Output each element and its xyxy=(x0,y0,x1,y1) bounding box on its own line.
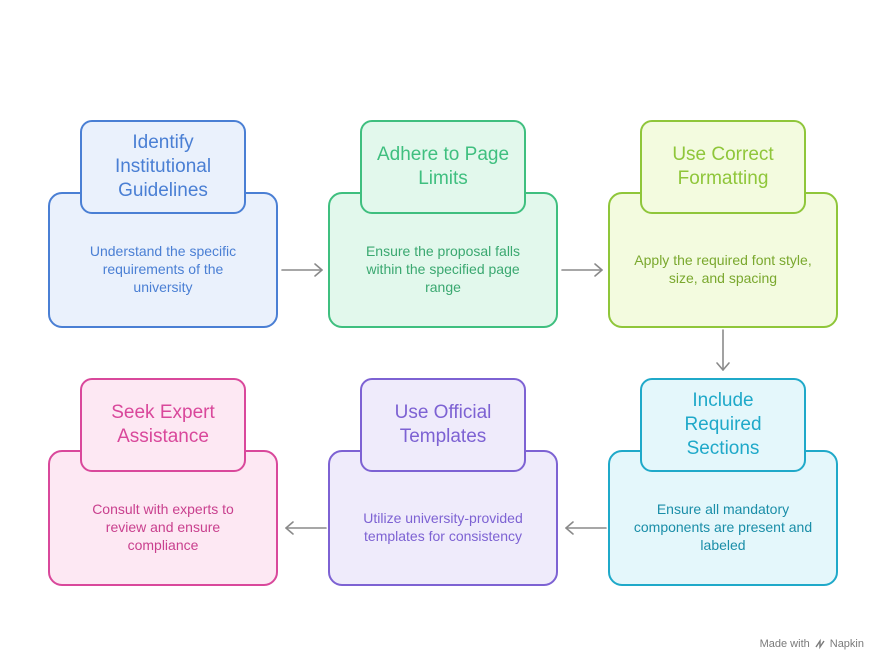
step-header: Use Correct Formatting xyxy=(640,120,806,214)
step-title: Use Official Templates xyxy=(394,402,492,447)
step-body: Consult with experts to review and ensur… xyxy=(48,450,278,586)
step-header: Identify Institutional Guidelines xyxy=(80,120,246,214)
credit-brand: Napkin xyxy=(829,638,864,650)
step-title: Identify Institutional Guidelines xyxy=(114,132,212,201)
step-identify-guidelines: Understand the specific requirements of … xyxy=(48,120,282,332)
step-page-limits: Ensure the proposal falls within the spe… xyxy=(328,120,562,332)
step-body: Understand the specific requirements of … xyxy=(48,192,278,328)
step-header: Adhere to Page Limits xyxy=(360,120,526,214)
arrow-down-icon xyxy=(716,329,730,371)
step-title: Adhere to Page Limits xyxy=(376,144,510,189)
step-title: Seek Expert Assistance xyxy=(111,402,215,447)
napkin-credit: Made with Napkin xyxy=(760,638,864,650)
step-description: Ensure all mandatory components are pres… xyxy=(633,501,813,553)
step-header: Include Required Sections xyxy=(640,378,806,472)
step-description: Consult with experts to review and ensur… xyxy=(92,501,234,553)
step-description: Understand the specific requirements of … xyxy=(89,243,237,295)
step-body: Utilize university-provided templates fo… xyxy=(328,450,558,586)
step-expert-assistance: Consult with experts to review and ensur… xyxy=(48,378,282,590)
step-header: Use Official Templates xyxy=(360,378,526,472)
step-title: Include Required Sections xyxy=(684,390,762,459)
step-description: Apply the required font style, size, and… xyxy=(634,252,812,286)
step-header: Seek Expert Assistance xyxy=(80,378,246,472)
step-description: Ensure the proposal falls within the spe… xyxy=(365,243,521,295)
arrow-left-icon xyxy=(565,521,607,535)
napkin-logo-icon xyxy=(815,638,825,650)
step-official-templates: Utilize university-provided templates fo… xyxy=(328,378,562,590)
step-title: Use Correct Formatting xyxy=(672,144,774,189)
step-required-sections: Ensure all mandatory components are pres… xyxy=(608,378,842,590)
step-description: Utilize university-provided templates fo… xyxy=(363,510,523,544)
step-body: Ensure all mandatory components are pres… xyxy=(608,450,838,586)
arrow-left-icon xyxy=(285,521,327,535)
arrow-right-icon xyxy=(561,263,603,277)
credit-prefix: Made with xyxy=(759,638,810,650)
step-correct-formatting: Apply the required font style, size, and… xyxy=(608,120,842,332)
arrow-right-icon xyxy=(281,263,323,277)
